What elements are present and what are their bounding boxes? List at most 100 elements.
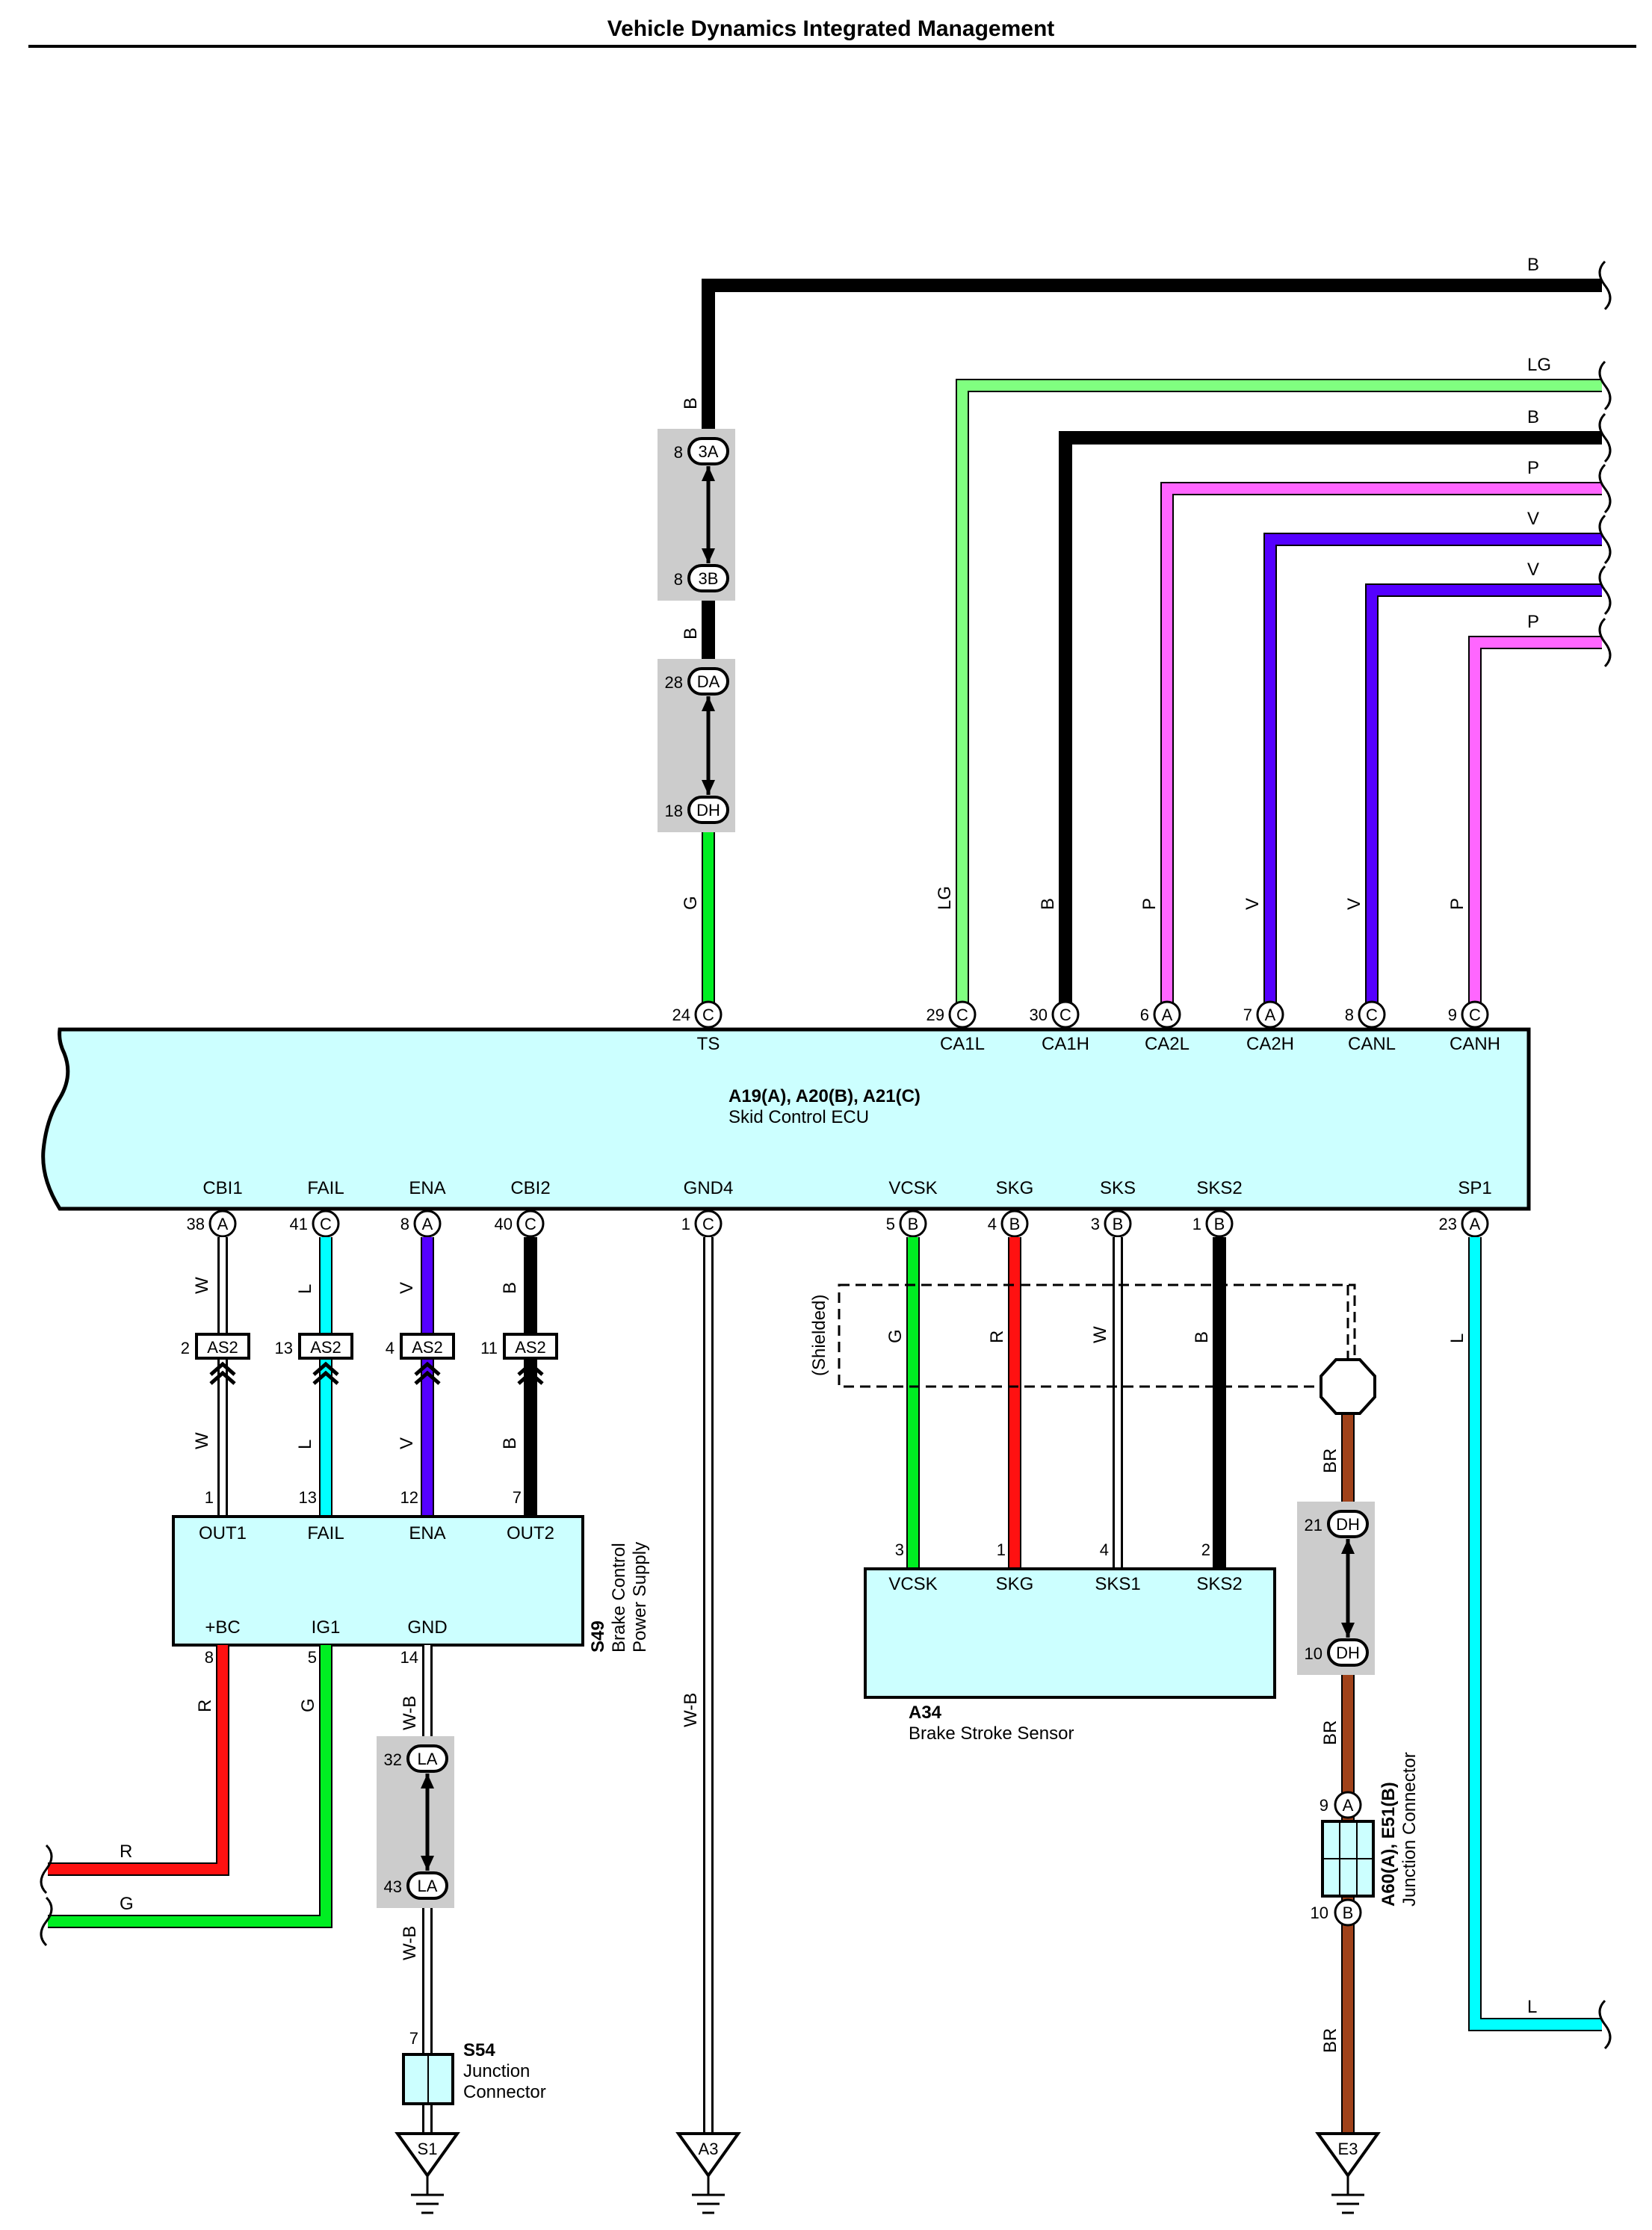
- ecu-bottom-pin-6: 4: [988, 1215, 997, 1233]
- as2-wire-label-top-3: B: [500, 1282, 520, 1294]
- ecu-bottom-term-2: [413, 1210, 442, 1238]
- ecu-top-pin-0: 24: [672, 1006, 690, 1024]
- as2-chevron-1: [312, 1361, 339, 1385]
- as2-pin-0: 2: [181, 1339, 190, 1357]
- ecu-bottom-term-1: [312, 1210, 340, 1238]
- ecu-bottom-name-3: CBI2: [510, 1178, 550, 1198]
- ps-bottom-name-1: IG1: [312, 1617, 341, 1638]
- as2-code-2: AS2: [412, 1338, 443, 1357]
- shield-ground-octagon: [1320, 1358, 1376, 1415]
- top-wire-4-outline: [1263, 533, 1602, 1015]
- as2-wire-label-bot-3: B: [500, 1437, 520, 1449]
- connector-dh-right-arrow-up: [1341, 1539, 1355, 1554]
- top-wire-1-outline: [956, 379, 1602, 1015]
- s54-id: S54: [463, 2040, 495, 2060]
- as2-code-1: AS2: [310, 1338, 341, 1357]
- skid-control-ecu-box: [41, 1027, 1531, 1211]
- ecu-name: A19(A), A20(B), A21(C): [728, 1086, 921, 1106]
- brake-stroke-sensor-box: [864, 1567, 1276, 1699]
- ecu-bottom-name-5: VCSK: [888, 1178, 937, 1198]
- top-wire-1: [957, 380, 1602, 1015]
- top-wire-label-0: B: [1527, 255, 1539, 275]
- ecu-bottom-name-9: SP1: [1458, 1178, 1491, 1198]
- ecu-bottom-term-3-letter: C: [525, 1215, 536, 1233]
- top-wire-vlabel-5: V: [1344, 898, 1364, 910]
- as2-code-0: AS2: [207, 1338, 238, 1357]
- connector-dh-right-top: [1327, 1510, 1369, 1538]
- a60-pin-top: 9: [1320, 1796, 1328, 1815]
- ps-top-name-3: OUT2: [507, 1523, 554, 1543]
- ground-symbol-1: [692, 2175, 725, 2214]
- top-wire-break-2: [1598, 412, 1612, 463]
- sp1-wire-break: [1598, 1999, 1612, 2050]
- a60-term-top: [1334, 1791, 1362, 1819]
- connector-da-dh-top-code: DA: [697, 672, 720, 691]
- as2-chevron-2: [414, 1361, 441, 1385]
- sensor-pin-1: 1: [997, 1540, 1006, 1559]
- ecu-top-term-4-letter: A: [1265, 1006, 1276, 1024]
- connector-dh-right-bottom-code: DH: [1336, 1644, 1360, 1662]
- top-wire-vlabel-1: LG: [935, 886, 955, 910]
- sensor-wire-label-0: G: [885, 1329, 906, 1343]
- as2-connector-0: [195, 1333, 250, 1360]
- ecu-top-name-5: CANL: [1348, 1034, 1396, 1054]
- ps-wire-g-outline: [48, 1645, 332, 1928]
- top-wire-vlabel-4: V: [1243, 898, 1263, 910]
- ps-top-name-0: OUT1: [199, 1523, 247, 1543]
- connector-da-dh-top-pin: 28: [665, 673, 683, 692]
- ecu-bottom-term-7-letter: B: [1113, 1215, 1124, 1233]
- as2-connector-3: [503, 1333, 558, 1360]
- ecu-bottom-term-2-letter: A: [422, 1215, 433, 1233]
- ecu-bottom-pin-1: 41: [290, 1215, 308, 1233]
- ecu-top-name-3: CA2L: [1145, 1034, 1189, 1054]
- top-wire-break-6: [1598, 617, 1612, 668]
- top-wire-6-outline: [1468, 636, 1602, 1015]
- as2-pin-1: 13: [275, 1339, 293, 1357]
- ecu-top-name-6: CANH: [1450, 1034, 1500, 1054]
- ecu-bottom-term-3: [516, 1210, 545, 1238]
- ps-wire-r-hlabel: R: [120, 1842, 132, 1862]
- top-wire-vlabel-3: P: [1139, 898, 1160, 910]
- connector-la-bottom-pin: 43: [384, 1877, 402, 1896]
- connector-da-dh-bottom-pin: 18: [665, 802, 683, 820]
- ecu-bottom-name-1: FAIL: [307, 1178, 344, 1198]
- connector-la-top: [406, 1744, 448, 1773]
- ecu-top-pin-4: 7: [1243, 1006, 1252, 1024]
- ps-top-pin-0: 1: [205, 1488, 214, 1507]
- connector-dh-right-top-pin: 21: [1305, 1516, 1322, 1534]
- ecu-top-term-1: [948, 1000, 977, 1029]
- br-wire-label-2: BR: [1320, 1720, 1340, 1745]
- sensor-wire-label-3: B: [1192, 1331, 1212, 1343]
- ecu-bottom-term-4: [694, 1210, 723, 1238]
- ps-wire-g-hlabel: G: [120, 1894, 134, 1914]
- sensor-pin-0: 3: [895, 1540, 904, 1559]
- ps-wire-g: [48, 1645, 331, 1927]
- ps-top-pin-1: 13: [299, 1488, 317, 1507]
- as2-chevron-3: [517, 1361, 544, 1385]
- br-wire-label-3: BR: [1320, 2028, 1340, 2053]
- connector-da-dh-arrow-up: [702, 696, 715, 711]
- ground-label-2: E3: [1338, 2140, 1358, 2158]
- top-wire-6: [1470, 637, 1602, 1015]
- ecu-bottom-term-1-letter: C: [320, 1215, 332, 1233]
- ps-bottom-name-0: +BC: [205, 1617, 240, 1638]
- ecu-top-term-0: [694, 1000, 723, 1029]
- ecu-desc: Skid Control ECU: [728, 1107, 869, 1127]
- ecu-bottom-terminals: CBI1A38FAILC41ENAA8CBI2C40GND4C1VCSKB5SK…: [187, 1178, 1492, 1238]
- as2-code-3: AS2: [515, 1338, 546, 1357]
- ecu-top-term-0-letter: C: [702, 1006, 714, 1024]
- ecu-bottom-pin-9: 23: [1439, 1215, 1457, 1233]
- connector-la-bottom: [406, 1871, 448, 1900]
- sensor-wire-label-2: W: [1090, 1326, 1110, 1343]
- a60-junction-grid: [1322, 1821, 1373, 1896]
- connector-dh-right-bottom-pin: 10: [1305, 1644, 1322, 1663]
- ecu-bottom-term-7: [1104, 1210, 1132, 1238]
- as2-wire-label-bot-1: L: [295, 1440, 315, 1449]
- sensor-pin-3: 2: [1201, 1540, 1210, 1559]
- ecu-top-name-0: TS: [697, 1034, 720, 1054]
- s54-desc-2: Connector: [463, 2082, 546, 2102]
- ps-top-name-1: FAIL: [307, 1523, 344, 1543]
